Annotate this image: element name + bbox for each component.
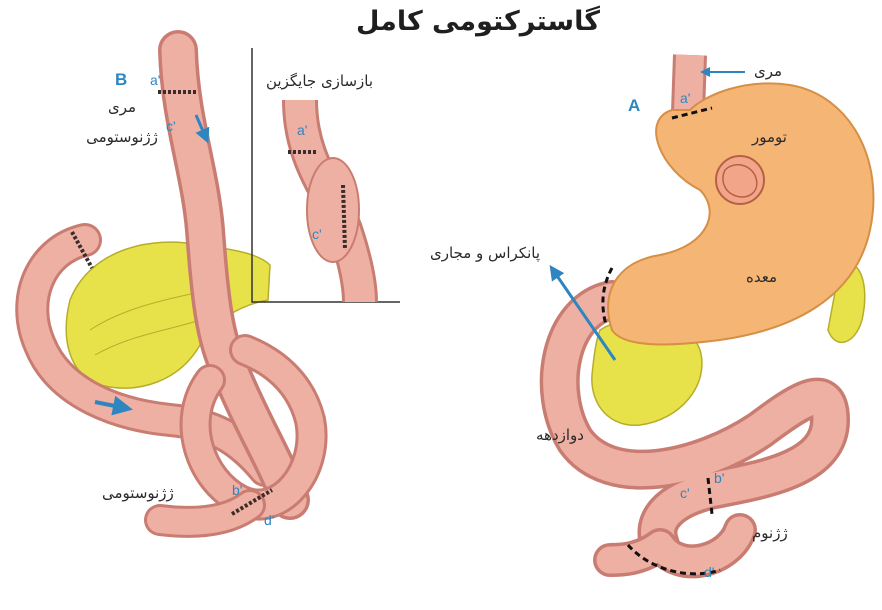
- panel-a-illustration: [553, 55, 873, 574]
- jejunum-label: ژژنوم: [752, 524, 788, 542]
- inset-point-a: a': [297, 122, 307, 138]
- panel-a-letter: A: [628, 96, 640, 116]
- point-c-b: c': [166, 118, 176, 134]
- pancreas-ducts-label: پانکراس و مجاری: [430, 244, 540, 262]
- point-b-b: b': [232, 482, 242, 498]
- jejunojejunostomy-label: ژژنوستومی: [102, 484, 174, 502]
- tumor-label: تومور: [752, 128, 787, 146]
- point-d-b: d': [264, 512, 274, 528]
- esophagojejunostomy-label: مری ژژنوستومی: [72, 92, 172, 152]
- diagram-title: گاسترکتومی کامل: [356, 6, 600, 37]
- point-d-a: d': [704, 564, 714, 580]
- inset-point-c: c': [312, 226, 322, 242]
- jejunal-pouch: [307, 158, 359, 262]
- inset-label: بازسازی جایگزین: [266, 72, 373, 90]
- duodenum-label: دوازدهه: [536, 426, 584, 444]
- point-c-a: c': [680, 485, 690, 501]
- point-b-a: b': [714, 470, 724, 486]
- panel-b-letter: B: [115, 70, 127, 90]
- point-a-b: a': [150, 72, 160, 88]
- point-a-a: a': [680, 90, 690, 106]
- esophagus-label: مری: [754, 62, 782, 80]
- stomach-label: معده: [746, 268, 777, 286]
